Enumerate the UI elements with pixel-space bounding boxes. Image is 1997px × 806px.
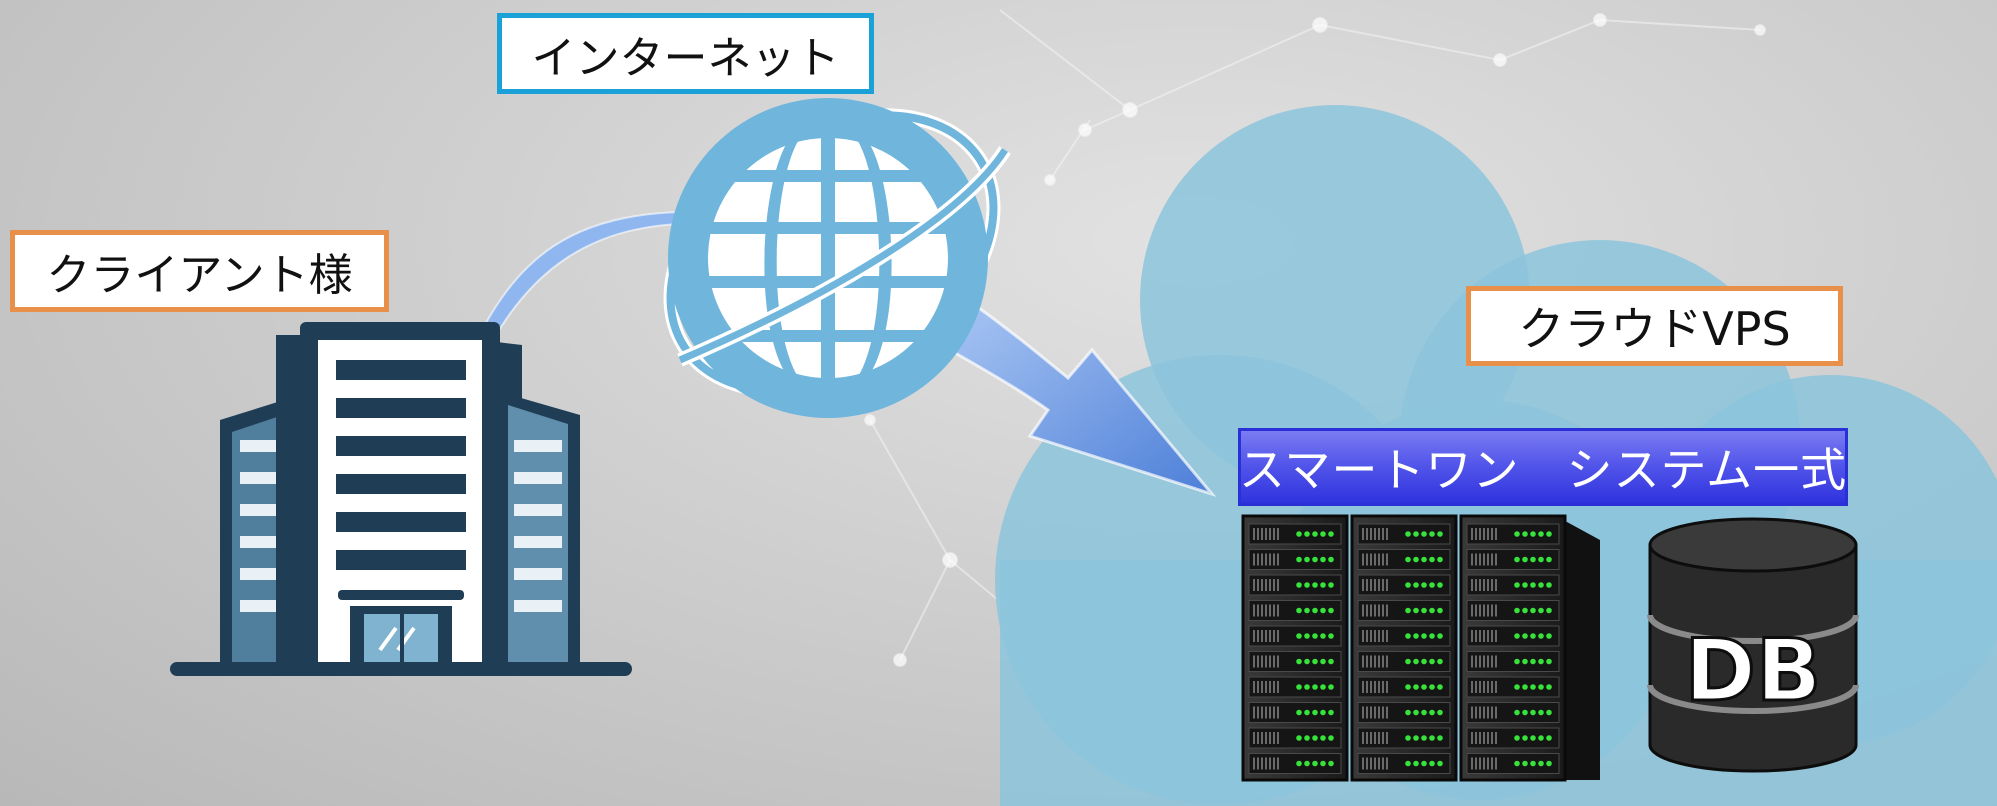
system-banner: スマートワン システム一式	[1238, 428, 1848, 506]
database-icon: DB	[1647, 517, 1859, 773]
connection-arrow	[948, 297, 1217, 497]
globe-icon	[663, 98, 1011, 418]
building-icon	[170, 322, 632, 676]
server-rack	[1459, 514, 1567, 782]
cloud-vps-label: クラウドVPS	[1466, 286, 1843, 366]
server-rack	[1350, 514, 1458, 782]
server-rack	[1241, 514, 1349, 782]
database-label: DB	[1685, 621, 1822, 721]
building-to-internet-connector	[480, 210, 681, 337]
client-label: クライアント様	[10, 230, 389, 312]
server-rack-icon	[1241, 514, 1600, 782]
internet-label: インターネット	[497, 13, 874, 94]
background-network	[864, 9, 1766, 667]
